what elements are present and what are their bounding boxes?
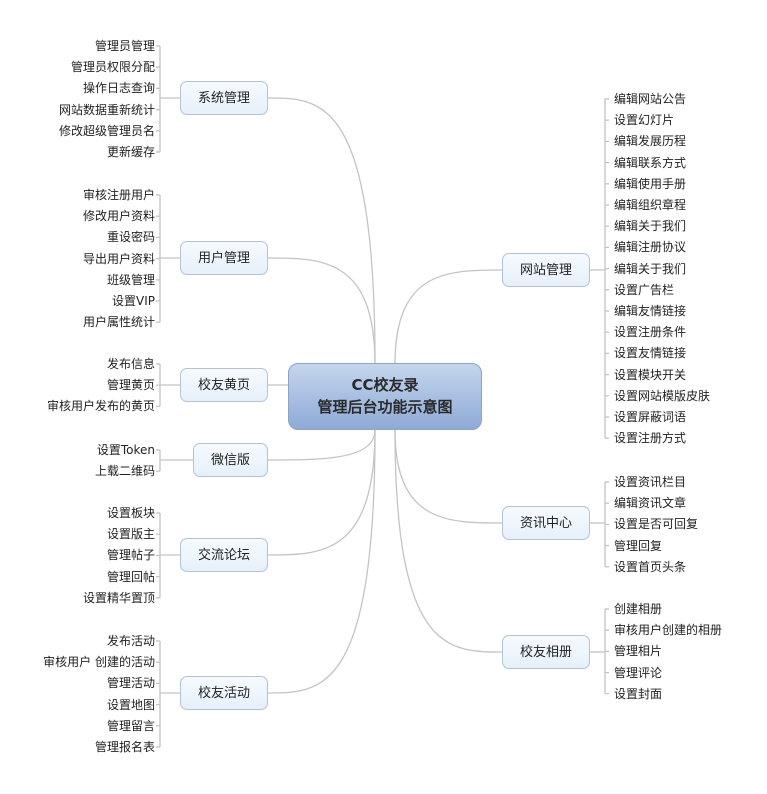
central-title: CC校友录 xyxy=(351,376,419,394)
leaf-item[interactable]: 网站数据重新统计 xyxy=(58,102,155,117)
leaf-item[interactable]: 设置资讯栏目 xyxy=(614,475,687,489)
branch-connector xyxy=(394,429,503,524)
branch-node[interactable]: 微信版 xyxy=(193,443,268,477)
leaf-item[interactable]: 编辑组织章程 xyxy=(614,198,687,212)
leaf-item[interactable]: 审核用户创建的相册 xyxy=(614,623,723,638)
leaf-item[interactable]: 修改超级管理员名 xyxy=(58,123,155,138)
leaf-item[interactable]: 审核用户 创建的活动 xyxy=(43,655,155,670)
leaf-item[interactable]: 发布信息 xyxy=(106,357,155,371)
leaf-item[interactable]: 管理回复 xyxy=(614,538,663,553)
leaf-item[interactable]: 管理黄页 xyxy=(106,378,155,393)
leaf-item[interactable]: 管理帖子 xyxy=(106,548,155,563)
leaf-item[interactable]: 重设密码 xyxy=(106,230,155,245)
leaf-item[interactable]: 导出用户资料 xyxy=(82,251,155,266)
leaf-item[interactable]: 编辑发展历程 xyxy=(614,134,687,149)
leaf-item[interactable]: 编辑友情链接 xyxy=(614,304,687,318)
leaf-item[interactable]: 设置幻灯片 xyxy=(614,113,675,128)
leaf-item[interactable]: 设置地图 xyxy=(106,697,155,712)
branch-connector xyxy=(267,97,376,365)
branch-connector xyxy=(394,429,503,653)
leaf-item[interactable]: 编辑资讯文章 xyxy=(614,496,687,511)
leaf-item[interactable]: 管理留言 xyxy=(106,718,155,733)
leaf-item[interactable]: 上载二维码 xyxy=(94,464,155,479)
leaf-item[interactable]: 设置Token xyxy=(96,443,155,457)
branch-node[interactable]: 交流论坛 xyxy=(180,538,268,572)
leaf-item[interactable]: 编辑注册协议 xyxy=(614,240,687,255)
leaf-item[interactable]: 编辑关于我们 xyxy=(614,219,687,234)
leaf-item[interactable]: 创建相册 xyxy=(614,602,663,616)
leaf-item[interactable]: 设置封面 xyxy=(614,686,663,701)
leaf-item[interactable]: 设置注册方式 xyxy=(614,431,687,446)
branch-node[interactable]: 用户管理 xyxy=(180,241,268,275)
leaf-item[interactable]: 管理相片 xyxy=(614,644,663,659)
leaf-item[interactable]: 管理活动 xyxy=(106,676,155,691)
branch-connector xyxy=(394,269,503,365)
leaf-item[interactable]: 设置网站模版皮肤 xyxy=(614,388,711,403)
leaf-item[interactable]: 管理员权限分配 xyxy=(70,60,155,75)
branch-node[interactable]: 网站管理 xyxy=(502,253,590,287)
leaf-item[interactable]: 编辑联系方式 xyxy=(614,155,687,170)
leaf-item[interactable]: 管理评论 xyxy=(614,665,663,680)
leaf-item[interactable]: 编辑关于我们 xyxy=(614,261,687,276)
leaf-item[interactable]: 设置注册条件 xyxy=(614,325,687,340)
branch-connector xyxy=(267,429,376,694)
leaf-item[interactable]: 管理报名表 xyxy=(94,740,155,754)
leaf-item[interactable]: 操作日志查询 xyxy=(82,81,155,96)
leaf-item[interactable]: 修改用户资料 xyxy=(82,209,155,224)
branch-connector xyxy=(267,429,376,461)
branch-node[interactable]: 系统管理 xyxy=(180,81,268,115)
branch-node[interactable]: 校友黄页 xyxy=(180,368,268,402)
central-subtitle: 管理后台功能示意图 xyxy=(317,398,453,416)
branch-node[interactable]: 校友活动 xyxy=(180,676,268,710)
leaf-item[interactable]: 设置首页头条 xyxy=(614,559,687,574)
leaf-item[interactable]: 设置友情链接 xyxy=(614,346,687,361)
leaf-item[interactable]: 设置广告栏 xyxy=(614,282,675,297)
leaf-item[interactable]: 更新缓存 xyxy=(106,145,155,159)
leaf-item[interactable]: 设置版主 xyxy=(106,527,155,542)
leaf-item[interactable]: 管理回帖 xyxy=(106,569,155,584)
branch-node[interactable]: 校友相册 xyxy=(502,635,590,669)
leaf-item[interactable]: 设置板块 xyxy=(106,506,155,520)
leaf-item[interactable]: 发布活动 xyxy=(106,634,155,648)
leaf-item[interactable]: 设置是否可回复 xyxy=(614,517,699,532)
leaf-item[interactable]: 编辑使用手册 xyxy=(614,176,687,191)
leaf-item[interactable]: 用户属性统计 xyxy=(82,315,155,330)
branch-node[interactable]: 资讯中心 xyxy=(502,506,590,540)
leaf-item[interactable]: 审核注册用户 xyxy=(82,188,155,202)
leaf-item[interactable]: 设置屏蔽词语 xyxy=(614,410,687,424)
branch-connector xyxy=(267,257,376,365)
leaf-item[interactable]: 班级管理 xyxy=(106,272,155,287)
leaf-item[interactable]: 设置模块开关 xyxy=(614,367,687,382)
central-node[interactable]: CC校友录 管理后台功能示意图 xyxy=(288,363,482,430)
branch-connector xyxy=(267,429,376,556)
leaf-item[interactable]: 设置精华置顶 xyxy=(82,590,155,605)
leaf-item[interactable]: 设置VIP xyxy=(112,294,155,308)
leaf-item[interactable]: 管理员管理 xyxy=(94,39,155,53)
leaf-item[interactable]: 审核用户发布的黄页 xyxy=(46,399,155,414)
leaf-item[interactable]: 编辑网站公告 xyxy=(614,92,687,106)
